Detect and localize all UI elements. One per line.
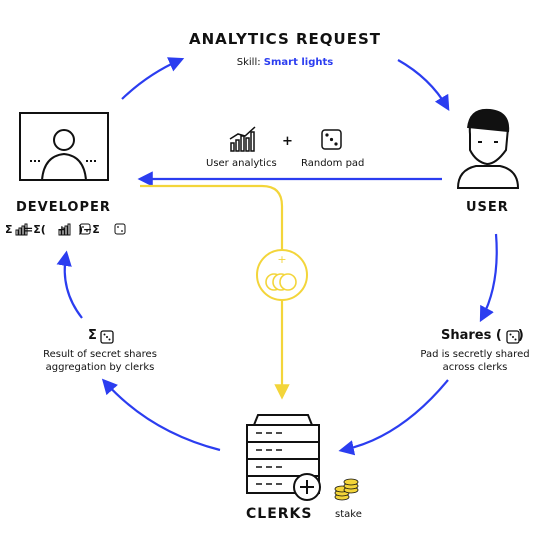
skill-label: Skill:	[236, 57, 261, 68]
user-analytics-label: User analytics	[206, 158, 277, 169]
shares-description-line1: Pad is secretly shared	[420, 349, 530, 360]
aggregation-description-line1: Result of secret shares	[43, 349, 157, 360]
stake-label: stake	[335, 509, 362, 520]
arrow-developer-to-clerks	[140, 184, 282, 395]
plus-sign: +	[282, 134, 293, 149]
aggregation-dice-icon	[100, 330, 114, 344]
formula-analytics-icon-1	[15, 223, 28, 236]
random-pad-label: Random pad	[301, 158, 365, 169]
svg-text:+: +	[277, 253, 286, 266]
user-icon	[456, 108, 520, 189]
user-label: USER	[466, 200, 509, 215]
aggregation-symbol: Σ	[88, 328, 97, 343]
analytics-icon	[229, 126, 256, 152]
formula-dice-icon-1	[79, 223, 91, 235]
formula-analytics-icon-2	[58, 223, 71, 236]
shares-description: Pad is secretly shared across clerks	[410, 348, 540, 374]
dice-icon	[321, 129, 342, 150]
analytics-request-title: ANALYTICS REQUEST	[189, 30, 381, 48]
shares-description-line2: across clerks	[442, 362, 508, 373]
arrow-request-to-user	[397, 59, 450, 111]
skill-value: Smart lights	[263, 57, 334, 68]
arrow-shares-to-clerks	[338, 379, 449, 456]
aggregation-description: Result of secret shares aggregation by c…	[30, 348, 170, 374]
shares-title-text: Shares (	[441, 328, 502, 343]
arrow-aggregation-to-developer	[56, 250, 83, 319]
arrow-clerks-to-aggregation	[101, 378, 221, 452]
shares-title: Shares ()	[441, 328, 524, 343]
server-icon	[246, 414, 321, 501]
arrow-developer-to-request	[121, 57, 185, 100]
coin-split-icon: +	[256, 249, 308, 301]
developer-icon	[19, 112, 109, 181]
developer-formula: Σ =Σ( + )−Σ	[5, 223, 100, 236]
arrow-user-to-shares	[479, 233, 498, 323]
shares-title-close: )	[517, 328, 524, 343]
skill-line: Skill: Smart lights	[220, 56, 350, 69]
shares-dice-icon	[506, 330, 520, 344]
aggregation-description-line2: aggregation by clerks	[45, 362, 155, 373]
clerks-label: CLERKS	[246, 506, 313, 522]
formula-dice-icon-2	[114, 223, 126, 235]
stake-coins-icon	[334, 478, 359, 501]
developer-label: DEVELOPER	[16, 200, 111, 215]
